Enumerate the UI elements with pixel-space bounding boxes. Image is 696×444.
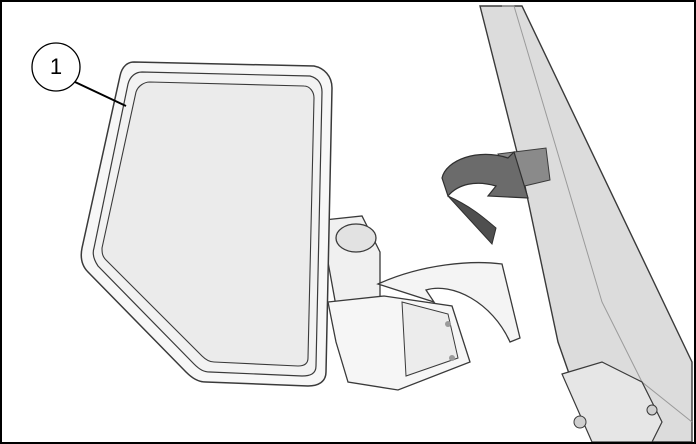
rotation-arrow-icon	[442, 152, 528, 244]
callout-1	[32, 43, 126, 106]
mirror	[81, 62, 332, 386]
roll-bar-pillar	[480, 6, 692, 442]
